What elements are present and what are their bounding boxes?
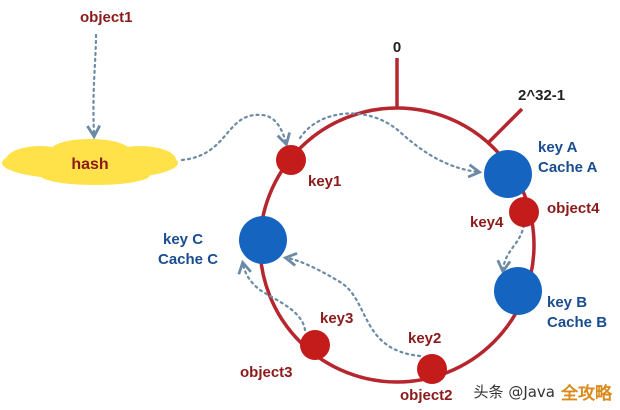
key-node-1: [276, 145, 306, 175]
arrow-object1-to-hash: [86, 33, 101, 140]
label-hash: hash: [71, 156, 108, 173]
key-node-2: [417, 354, 447, 384]
label-key2: key2: [408, 330, 441, 347]
arrow-hash-to-key1: [180, 113, 291, 162]
label-key4: key4: [470, 214, 504, 231]
watermark-brand: 全攻略: [561, 384, 612, 404]
arrow-key2-to-nodeC: [282, 252, 422, 358]
key-node-4: [509, 197, 539, 227]
watermark: 头条 @Java 全攻略: [474, 379, 612, 404]
arrow-key1-to-nodeA: [298, 112, 483, 179]
label-key3: key3: [320, 310, 353, 327]
label-object1: object1: [80, 9, 133, 26]
cache-node-b: [494, 267, 542, 315]
arrow-key3-to-nodeC: [237, 259, 307, 332]
watermark-source: 头条 @Java: [473, 383, 555, 401]
label-key1: key1: [308, 173, 341, 190]
label-node-a-cache: Cache A: [538, 159, 598, 176]
label-node-b-key: key B: [547, 294, 587, 311]
label-node-c-key: key C: [163, 231, 203, 248]
hash-cloud: [2, 139, 178, 185]
label-object3: object3: [240, 364, 293, 381]
key-node-3: [300, 330, 330, 360]
label-node-b-cache: Cache B: [547, 314, 607, 331]
mapping-arrows: [86, 33, 526, 358]
label-node-c-cache: Cache C: [158, 251, 218, 268]
cache-node-c: [239, 216, 287, 264]
label-max: 2^32-1: [518, 87, 565, 104]
ring-max-tick: [486, 107, 524, 145]
label-node-a-key: key A: [538, 139, 578, 156]
arrow-key4-to-nodeB: [496, 223, 526, 275]
label-zero: 0: [393, 39, 401, 56]
cache-node-a: [484, 150, 532, 198]
label-object4: object4: [547, 200, 600, 217]
label-object2: object2: [400, 387, 453, 404]
